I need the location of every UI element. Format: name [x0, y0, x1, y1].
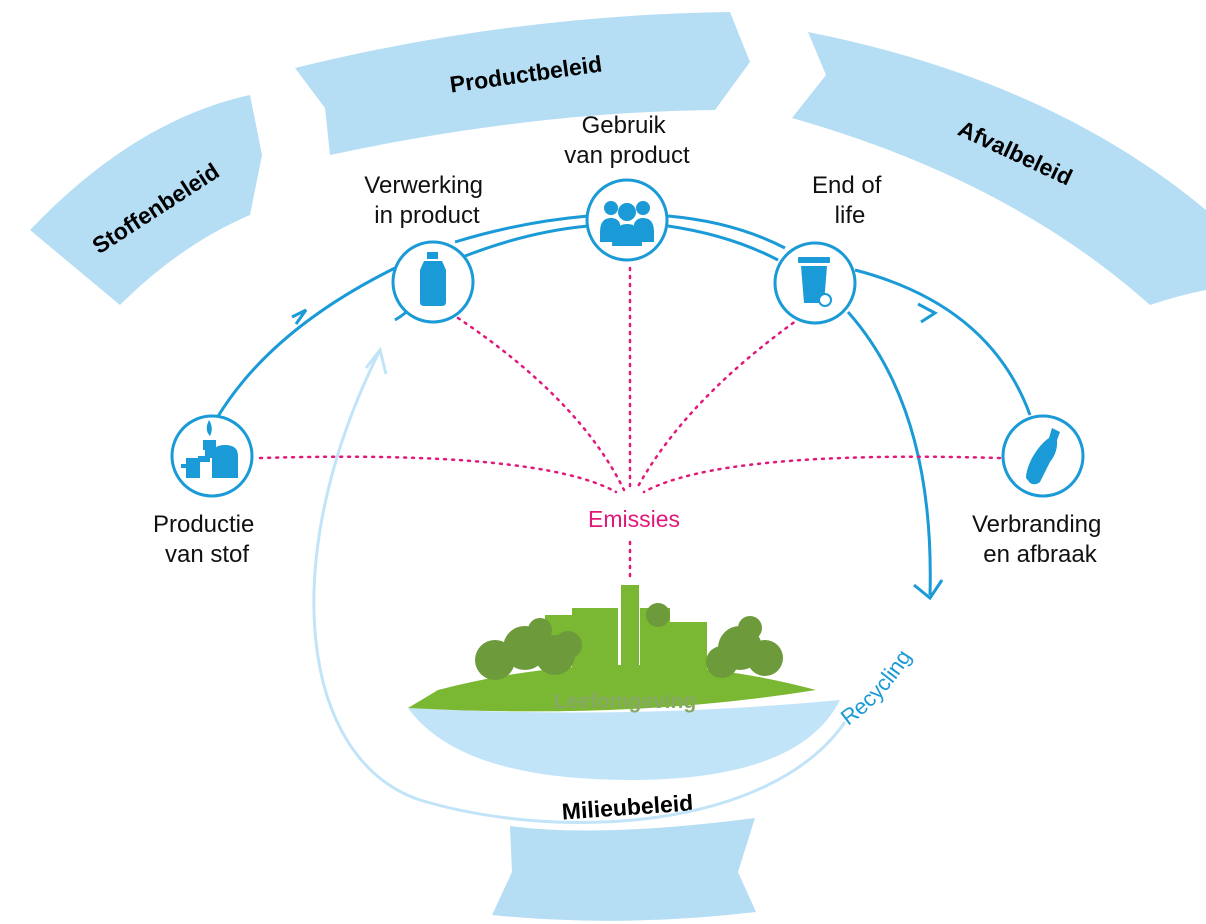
banner-productbeleid: Productbeleid: [295, 12, 750, 155]
stage-verbranding: Verbranding en afbraak: [972, 414, 1108, 568]
stage-gebruik: Gebruik van product: [564, 112, 690, 262]
environment-illustration: Leefomgeving: [408, 585, 840, 780]
stage-verbranding-label: Verbranding en afbraak: [972, 511, 1108, 568]
banner-stoffenbeleid: Stoffenbeleid: [30, 95, 262, 305]
banner-afvalbeleid: Afvalbeleid: [792, 32, 1206, 305]
emissies-label: Emissies: [588, 506, 680, 532]
stage-end-of-life: End of life: [773, 172, 888, 325]
recycling-label: Recycling: [836, 645, 916, 730]
recycling-arrowhead: [364, 346, 388, 375]
wheelie-bin-icon: [798, 257, 832, 307]
people-icon: [600, 201, 654, 246]
stage-productie: Productie van stof: [153, 414, 261, 568]
banner-milieubeleid: Milieubeleid: [492, 789, 756, 921]
stage-end-of-life-label: End of life: [812, 172, 888, 229]
emission-lines: [258, 266, 1002, 582]
stage-productie-label: Productie van stof: [153, 511, 261, 568]
bottle-icon: [420, 252, 446, 306]
factory-icon: [181, 420, 238, 478]
stage-verwerking-label: Verwerking in product: [364, 172, 489, 229]
stage-verwerking: Verwerking in product: [364, 172, 489, 324]
stage-gebruik-label: Gebruik van product: [564, 112, 690, 169]
lifecycle-arrowheads: [291, 302, 944, 601]
recycling-arc: [312, 349, 847, 824]
lifecycle-arcs: [215, 214, 1032, 596]
crushed-bottle-icon: [1026, 428, 1060, 485]
leefomgeving-label: Leefomgeving: [554, 690, 696, 713]
